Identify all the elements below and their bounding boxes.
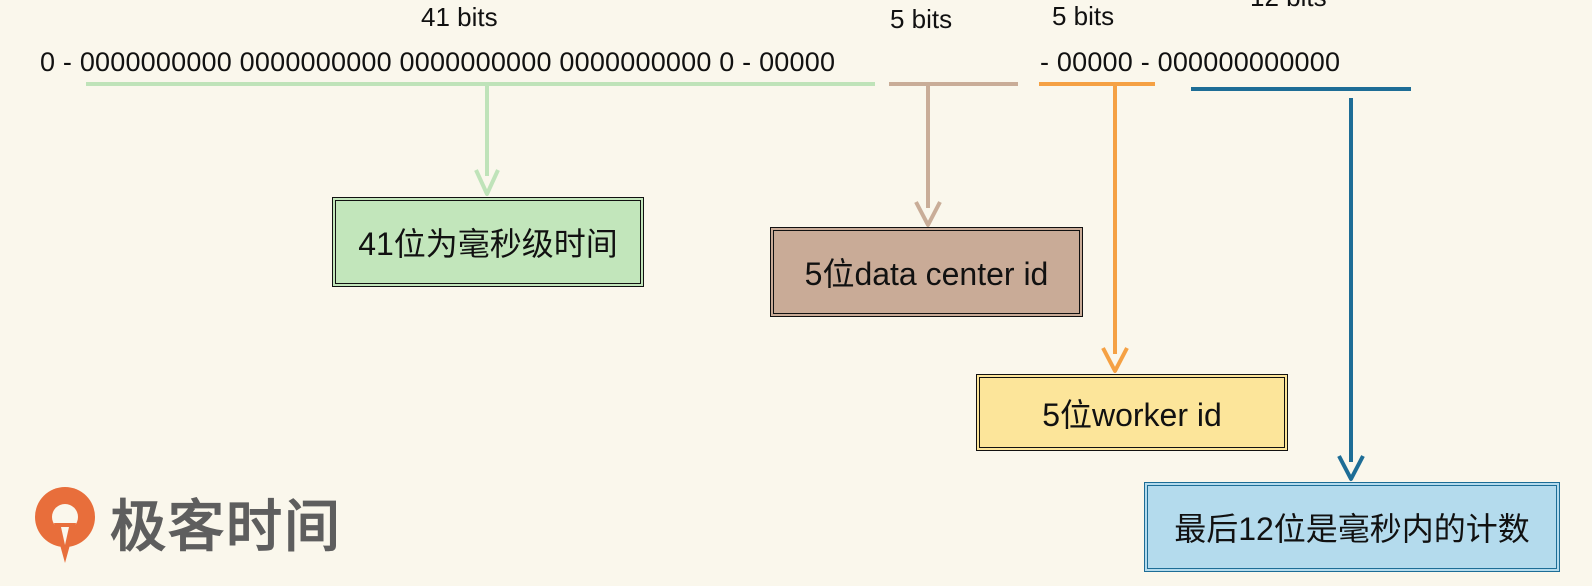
sequence-arrow-head bbox=[1337, 455, 1365, 481]
worker-arrow-head bbox=[1101, 347, 1129, 373]
datacenter-box: 5位data center id bbox=[770, 227, 1083, 317]
sign-bit: 0 - bbox=[40, 47, 80, 77]
sequence-box: 最后12位是毫秒内的计数 bbox=[1144, 482, 1560, 572]
separator: - bbox=[734, 47, 760, 77]
logo-text: 极客时间 bbox=[110, 495, 342, 560]
worker-bits-label: 5 bits bbox=[1052, 1, 1115, 31]
datacenter-bits: 00000 bbox=[759, 47, 836, 77]
sequence-bits: 000000000000 bbox=[1157, 47, 1341, 77]
geektime-logo-icon bbox=[35, 486, 95, 563]
worker-box: 5位worker id bbox=[976, 374, 1288, 451]
bit-string: 0 - 0000000000 0000000000 0000000000 000… bbox=[40, 47, 835, 78]
geektime-logo: 极客时间 bbox=[28, 482, 342, 563]
separator: - bbox=[1040, 47, 1057, 77]
sequence-bits-label: 12 bits bbox=[1250, 0, 1327, 13]
bit-string-tail: - 00000 - 000000000000 bbox=[1040, 47, 1340, 78]
timestamp-arrow-head bbox=[474, 169, 500, 196]
datacenter-bits-label: 5 bits bbox=[890, 4, 953, 34]
timestamp-bits: 0000000000 0000000000 0000000000 0000000… bbox=[79, 47, 735, 77]
datacenter-arrow-head bbox=[914, 201, 942, 227]
worker-bits: 00000 bbox=[1056, 47, 1133, 77]
separator: - bbox=[1133, 47, 1158, 77]
timestamp-bits-label: 41 bits bbox=[421, 2, 498, 32]
timestamp-box: 41位为毫秒级时间 bbox=[332, 197, 644, 287]
